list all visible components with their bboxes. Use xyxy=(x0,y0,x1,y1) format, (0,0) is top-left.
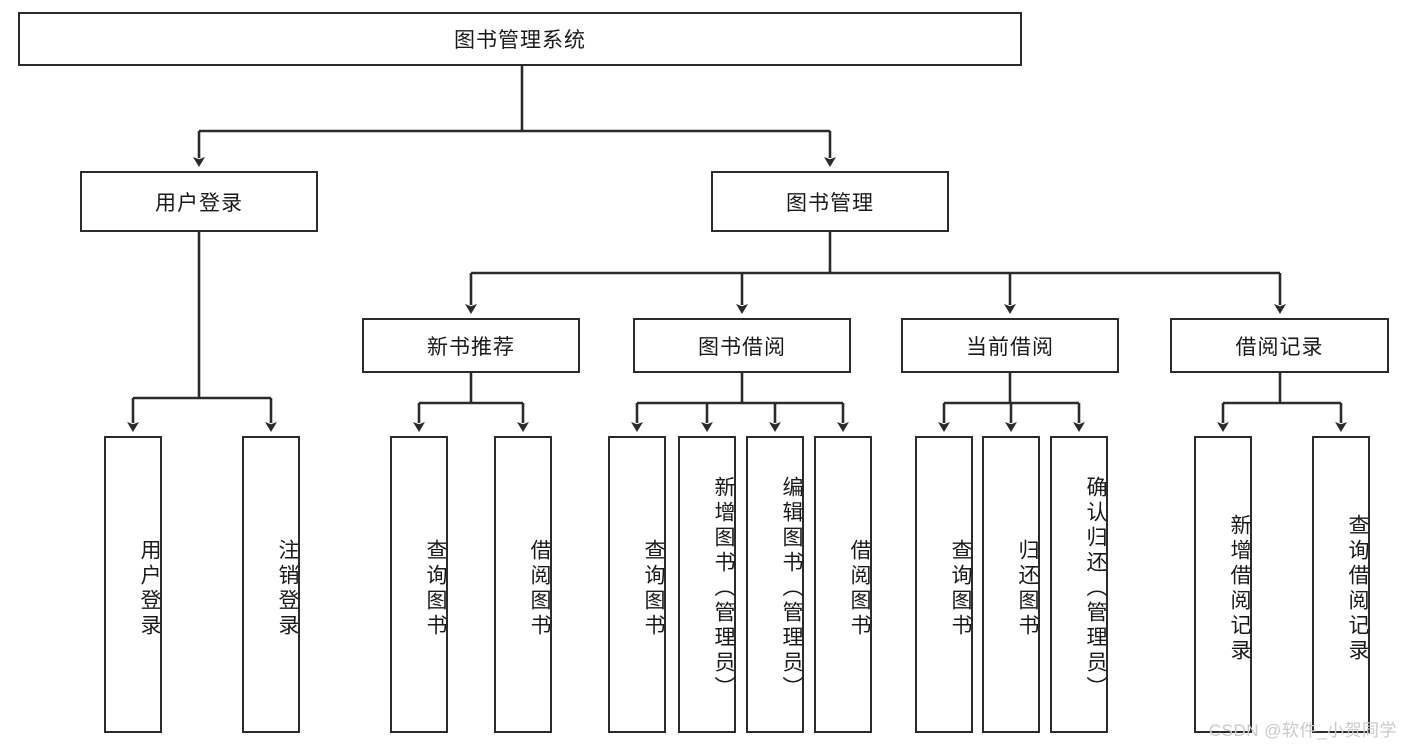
leaf-borrow-book-2[interactable]: 借阅图书 xyxy=(814,436,872,733)
node-book-borrow-label: 图书借阅 xyxy=(698,335,786,359)
node-book-management[interactable]: 图书管理 xyxy=(711,171,949,232)
leaf-user-login[interactable]: 用户登录 xyxy=(104,436,162,733)
node-current-borrow[interactable]: 当前借阅 xyxy=(901,318,1119,373)
leaf-query-book-1[interactable]: 查询图书 xyxy=(390,436,448,733)
leaf-borrow-book-1-label: 借阅图书 xyxy=(528,538,551,639)
leaf-edit-book[interactable]: 编辑图书（管理员） xyxy=(746,436,804,733)
leaf-query-book-3-label: 查询图书 xyxy=(949,538,972,639)
leaf-confirm-return-label: 确认归还（管理员） xyxy=(1084,476,1107,701)
node-book-management-label: 图书管理 xyxy=(786,191,874,215)
leaf-borrow-book-1[interactable]: 借阅图书 xyxy=(494,436,552,733)
leaf-user-login-label: 用户登录 xyxy=(138,538,161,639)
leaf-add-book-label: 新增图书（管理员） xyxy=(712,476,735,701)
leaf-borrow-book-2-label: 借阅图书 xyxy=(848,538,871,639)
node-new-book-recommend[interactable]: 新书推荐 xyxy=(362,318,580,373)
leaf-query-book-2-label: 查询图书 xyxy=(642,538,665,639)
csdn-watermark: CSDN @软件_小贺同学 xyxy=(1208,721,1397,740)
leaf-add-record-label: 新增借阅记录 xyxy=(1228,513,1251,664)
leaf-return-book[interactable]: 归还图书 xyxy=(982,436,1040,733)
leaf-logout-login-label: 注销登录 xyxy=(276,538,299,639)
leaf-query-record[interactable]: 查询借阅记录 xyxy=(1312,436,1370,733)
leaf-query-book-2[interactable]: 查询图书 xyxy=(608,436,666,733)
node-root-label: 图书管理系统 xyxy=(454,29,586,52)
node-borrow-record-label: 借阅记录 xyxy=(1235,335,1324,359)
node-borrow-record[interactable]: 借阅记录 xyxy=(1170,318,1389,373)
node-root-system[interactable]: 图书管理系统 xyxy=(18,12,1022,66)
node-new-book-recommend-label: 新书推荐 xyxy=(427,335,515,359)
leaf-add-book[interactable]: 新增图书（管理员） xyxy=(678,436,736,733)
leaf-confirm-return[interactable]: 确认归还（管理员） xyxy=(1050,436,1108,733)
leaf-logout-login[interactable]: 注销登录 xyxy=(242,436,300,733)
leaf-edit-book-label: 编辑图书（管理员） xyxy=(780,476,803,701)
leaf-return-book-label: 归还图书 xyxy=(1016,538,1039,639)
leaf-query-book-3[interactable]: 查询图书 xyxy=(915,436,973,733)
leaf-query-book-1-label: 查询图书 xyxy=(424,538,447,639)
node-user-login-label: 用户登录 xyxy=(155,191,243,215)
node-current-borrow-label: 当前借阅 xyxy=(966,335,1054,359)
node-user-login[interactable]: 用户登录 xyxy=(80,171,318,232)
leaf-query-record-label: 查询借阅记录 xyxy=(1346,513,1369,664)
leaf-add-record[interactable]: 新增借阅记录 xyxy=(1194,436,1252,733)
node-book-borrow[interactable]: 图书借阅 xyxy=(633,318,851,373)
